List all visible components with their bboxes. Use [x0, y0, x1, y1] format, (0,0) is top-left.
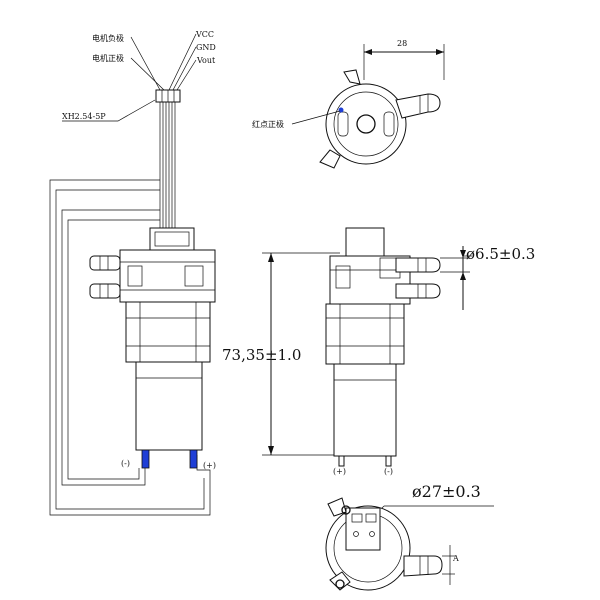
side-top-cylinder	[345, 227, 385, 257]
term-right-pos-label: (+)	[333, 467, 346, 476]
side-motor-can	[333, 363, 397, 457]
outlet-upper-left	[89, 255, 121, 271]
motor-negative-label: 电机负极	[92, 33, 124, 43]
red-dot-positive-label: 红点正极	[252, 119, 284, 129]
pump-head-top	[149, 227, 195, 251]
gnd-label: GND	[196, 43, 216, 52]
top-view-body	[325, 83, 407, 165]
side-view: 73,35±1.0 ø6.5±0.3 (+)	[222, 227, 535, 476]
outlet-lower-left	[89, 283, 121, 299]
pump-neck	[125, 301, 211, 363]
wire-leaders	[62, 33, 197, 122]
mark-a-label: A	[452, 554, 459, 563]
body-diameter-label: ø27±0.3	[412, 482, 481, 501]
wire-bundle	[159, 102, 176, 230]
pump-housing	[119, 249, 216, 303]
connector-label: XH2.54-5P	[62, 112, 106, 121]
terminal-left-pos	[189, 449, 198, 469]
external-wires	[49, 179, 211, 516]
vout-label: Vout	[196, 56, 216, 65]
height-dimension-label: 73,35±1.0	[222, 346, 301, 364]
front-view-left: 电机负极 电机正极 VCC GND Vout XH2.54-5P	[49, 30, 216, 516]
term-left-neg-label: (-)	[121, 459, 130, 468]
red-dot-marker	[338, 107, 344, 113]
motor-can	[135, 361, 203, 451]
motor-positive-label: 电机正极	[92, 53, 124, 63]
outlet-diameter-label: ø6.5±0.3	[466, 245, 535, 263]
top-view: 28 红点正极	[252, 39, 445, 169]
bottom-view-outlet	[403, 555, 443, 577]
side-neck	[325, 303, 405, 365]
top-view-outlet	[395, 93, 441, 119]
vcc-label: VCC	[195, 30, 214, 39]
terminal-left-neg	[141, 449, 150, 469]
term-left-pos-label: (+)	[203, 461, 216, 470]
width-dimension-label: 28	[397, 39, 407, 48]
term-right-neg-label: (-)	[384, 467, 393, 476]
bottom-view: ø27±0.3 A	[325, 482, 494, 591]
